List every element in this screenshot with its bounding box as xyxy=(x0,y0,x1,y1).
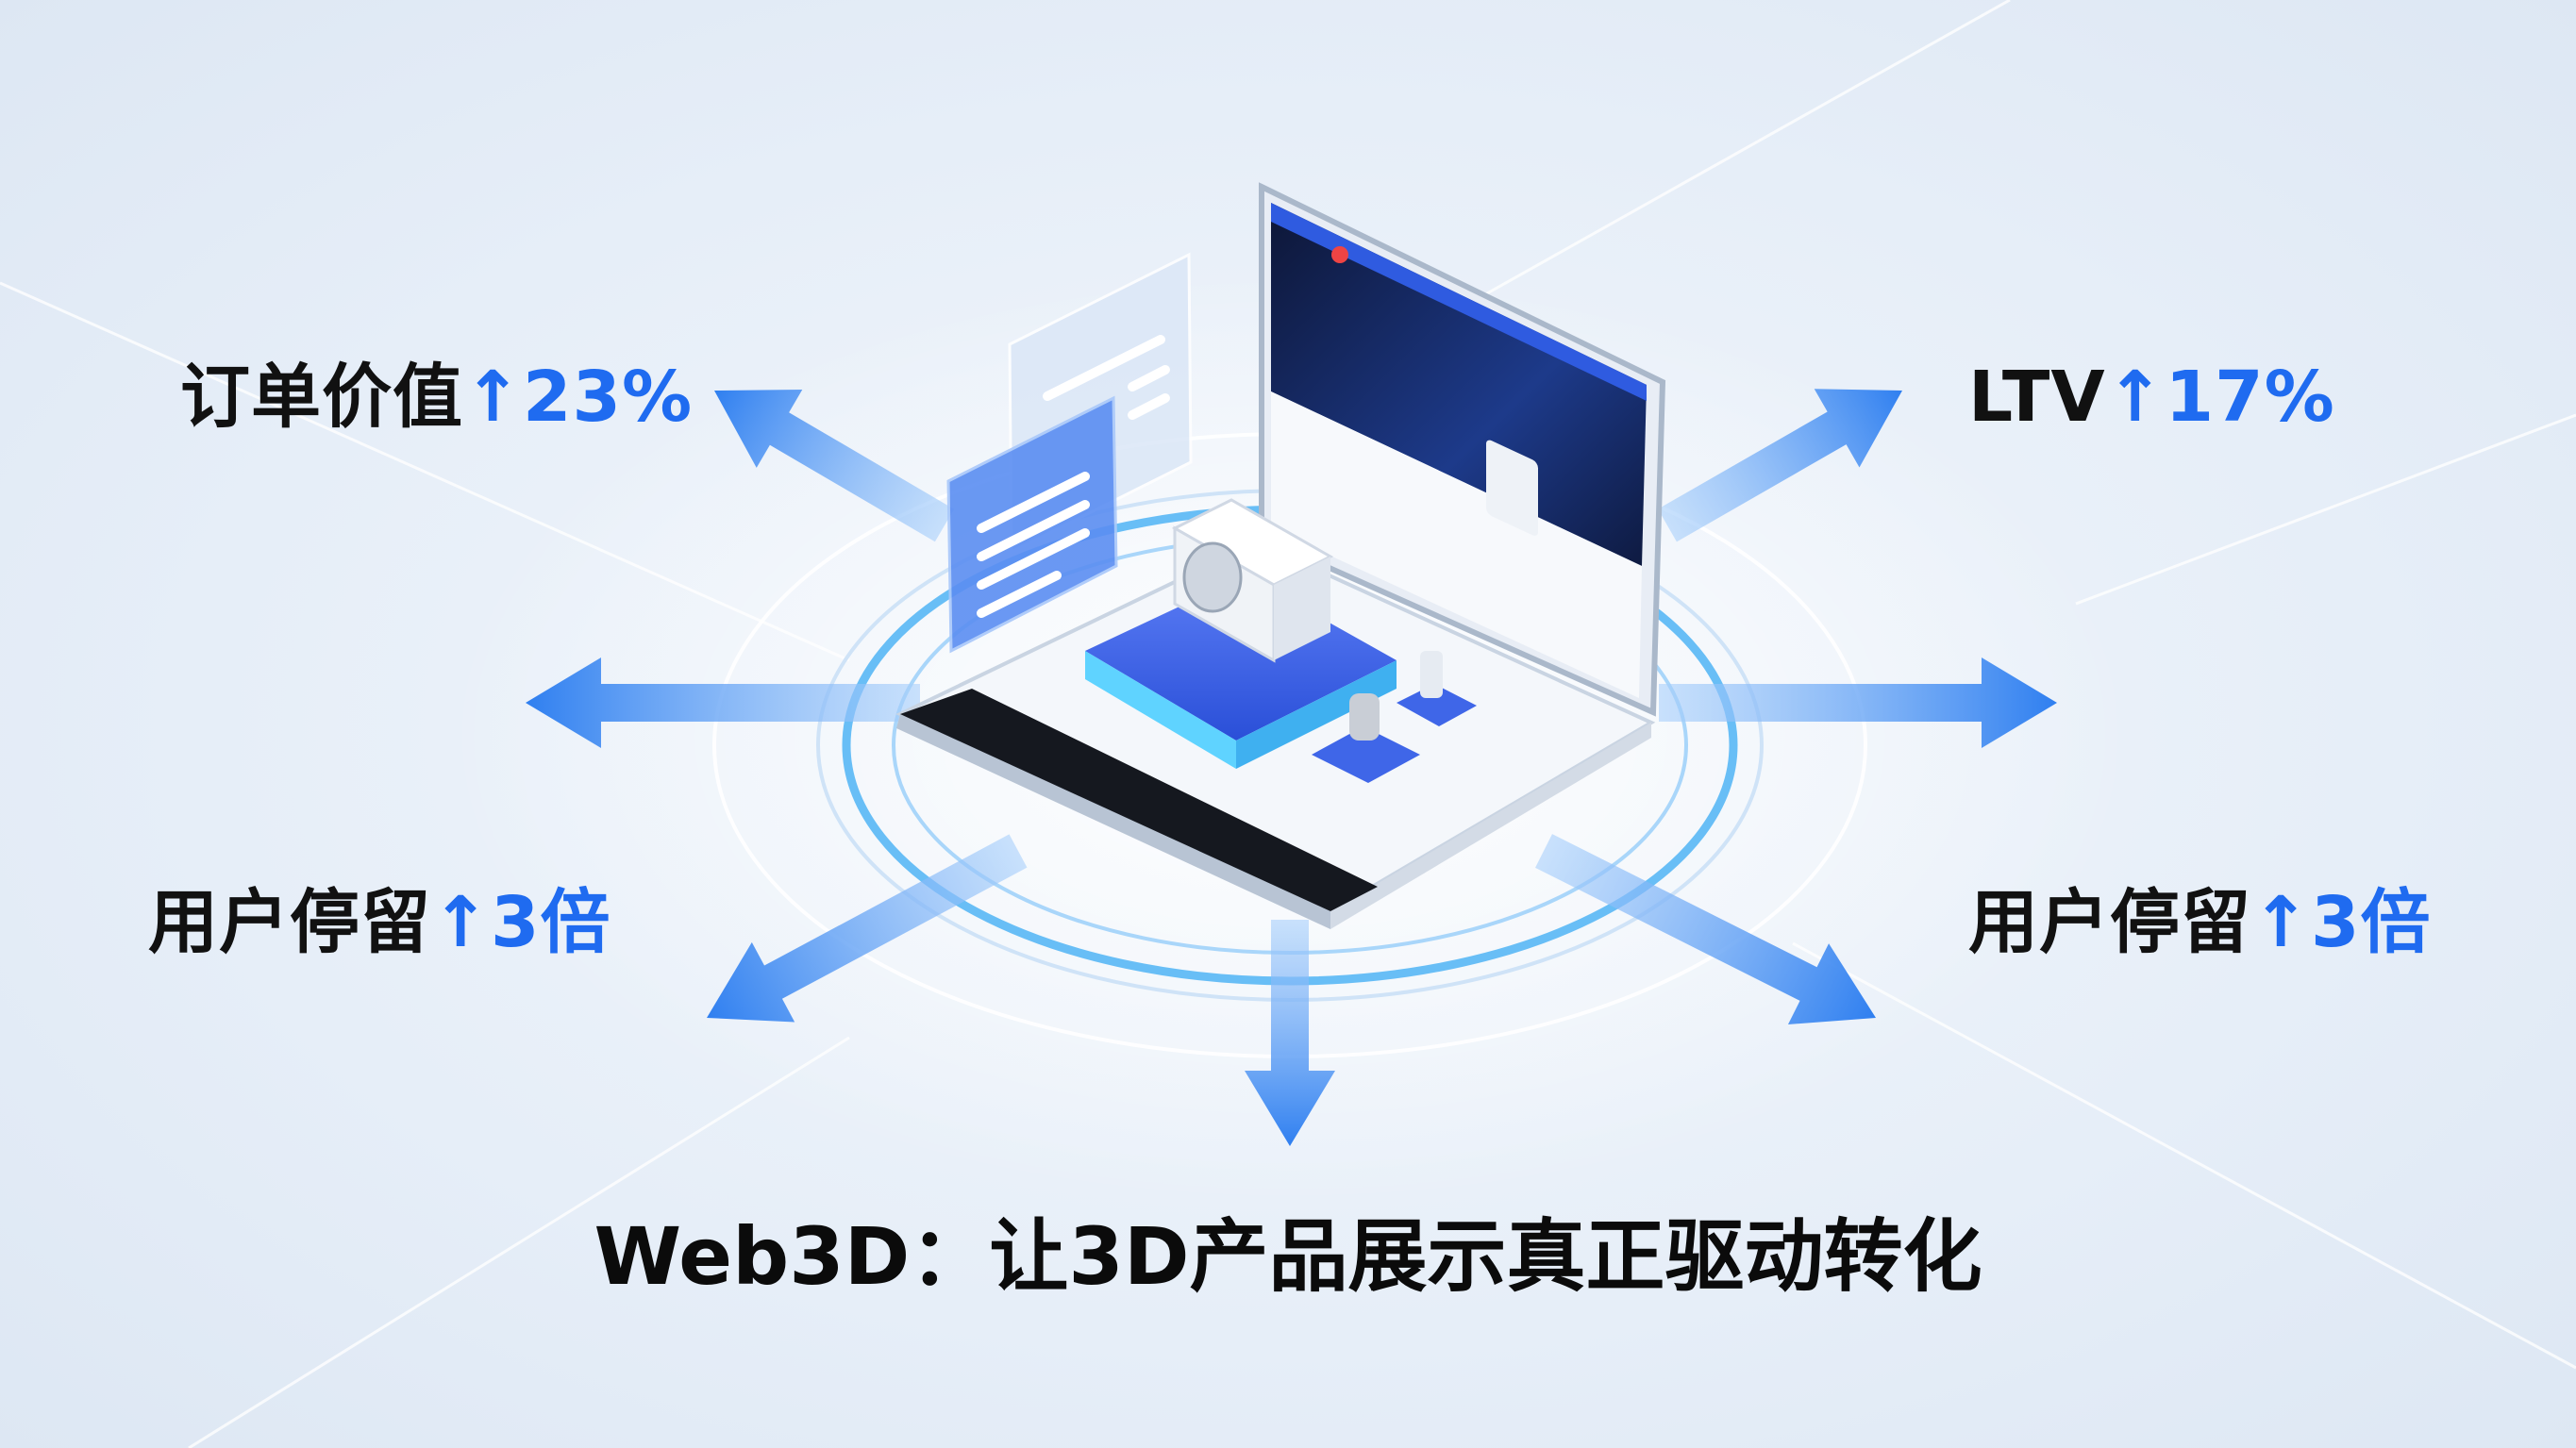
metric-ltv: LTV↑17% xyxy=(1968,362,2335,432)
metric-order-value: 订单价值↑23% xyxy=(180,362,693,432)
laptop xyxy=(895,182,1666,929)
up-arrow-icon: ↑ xyxy=(463,357,524,438)
arrow-right-icon xyxy=(1659,657,2057,748)
document-panels xyxy=(946,252,1193,654)
metric-label: 用户停留 xyxy=(1968,882,2251,963)
metric-user-retention-right: 用户停留↑3倍 xyxy=(1968,888,2432,957)
arrow-left-icon xyxy=(526,657,920,748)
up-arrow-icon: ↑ xyxy=(431,882,492,963)
up-arrow-icon: ↑ xyxy=(2105,357,2166,438)
arrow-down-icon xyxy=(1245,920,1335,1146)
metric-value: 23% xyxy=(523,357,694,438)
up-arrow-icon: ↑ xyxy=(2251,882,2312,963)
page-title: Web3D：让3D产品展示真正驱动转化 xyxy=(594,1210,1982,1303)
arrow-down-left-icon xyxy=(707,834,1028,1023)
arrow-up-right-icon xyxy=(1658,389,1902,542)
metric-value: 3倍 xyxy=(2311,882,2432,963)
arrow-up-left-icon xyxy=(714,390,955,542)
metric-value: 17% xyxy=(2165,357,2335,438)
arrow-down-right-icon xyxy=(1535,834,1876,1024)
metric-label: 订单价值 xyxy=(180,357,463,438)
metric-user-retention-left: 用户停留↑3倍 xyxy=(148,888,611,957)
metric-label: LTV xyxy=(1968,357,2106,438)
metric-label: 用户停留 xyxy=(148,882,431,963)
metric-value: 3倍 xyxy=(491,882,611,963)
arrows xyxy=(526,389,2057,1146)
